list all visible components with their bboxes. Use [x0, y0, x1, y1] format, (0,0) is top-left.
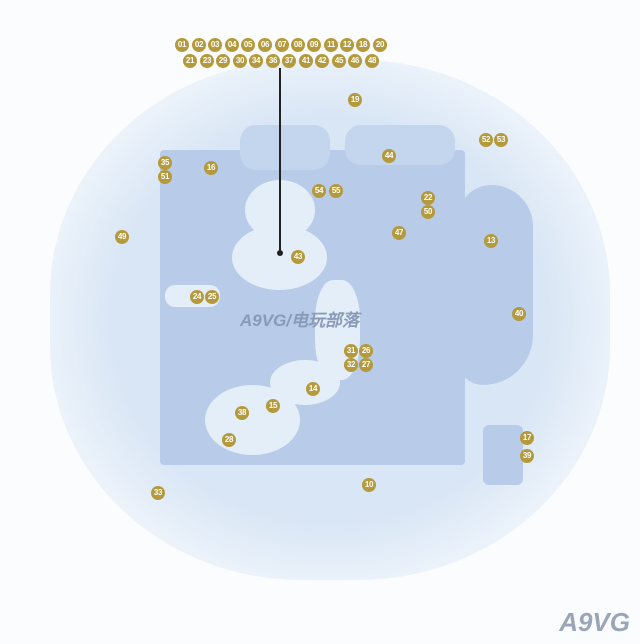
- map-marker-23[interactable]: 23: [200, 54, 214, 68]
- map-marker-48[interactable]: 48: [365, 54, 379, 68]
- map-marker-26[interactable]: 26: [359, 344, 373, 358]
- map-marker-17[interactable]: 17: [520, 431, 534, 445]
- east-landmass: [458, 185, 533, 385]
- map-marker-55[interactable]: 55: [329, 184, 343, 198]
- southeast-landmass: [483, 425, 523, 485]
- map-marker-04[interactable]: 04: [225, 38, 239, 52]
- map-marker-43[interactable]: 43: [291, 250, 305, 264]
- map-marker-50[interactable]: 50: [421, 205, 435, 219]
- map-marker-41[interactable]: 41: [299, 54, 313, 68]
- map-marker-30[interactable]: 30: [233, 54, 247, 68]
- map-marker-27[interactable]: 27: [359, 358, 373, 372]
- map-marker-20[interactable]: 20: [373, 38, 387, 52]
- map-marker-28[interactable]: 28: [222, 433, 236, 447]
- island-south: [205, 385, 300, 455]
- map-marker-22[interactable]: 22: [421, 191, 435, 205]
- map-marker-38[interactable]: 38: [235, 406, 249, 420]
- watermark: A9VG/电玩部落: [240, 311, 360, 330]
- map-marker-31[interactable]: 31: [344, 344, 358, 358]
- map-marker-08[interactable]: 08: [291, 38, 305, 52]
- pointer-dot: [277, 250, 283, 256]
- map-marker-09[interactable]: 09: [307, 38, 321, 52]
- map-marker-52[interactable]: 52: [479, 133, 493, 147]
- map-marker-53[interactable]: 53: [494, 133, 508, 147]
- map-marker-15[interactable]: 15: [266, 399, 280, 413]
- map-marker-18[interactable]: 18: [356, 38, 370, 52]
- map-marker-16[interactable]: 16: [204, 161, 218, 175]
- map-marker-42[interactable]: 42: [315, 54, 329, 68]
- map-marker-19[interactable]: 19: [348, 93, 362, 107]
- map-marker-13[interactable]: 13: [484, 234, 498, 248]
- map-marker-54[interactable]: 54: [312, 184, 326, 198]
- corner-logo: A9VG: [559, 607, 630, 637]
- map-marker-07[interactable]: 07: [275, 38, 289, 52]
- map-marker-25[interactable]: 25: [205, 290, 219, 304]
- map-marker-34[interactable]: 34: [249, 54, 263, 68]
- map-marker-05[interactable]: 05: [241, 38, 255, 52]
- north-notch-2: [345, 125, 455, 165]
- pointer-line: [279, 68, 281, 252]
- map-marker-21[interactable]: 21: [183, 54, 197, 68]
- map-marker-49[interactable]: 49: [115, 230, 129, 244]
- map-marker-51[interactable]: 51: [158, 170, 172, 184]
- north-notch: [240, 125, 330, 170]
- map-marker-33[interactable]: 33: [151, 486, 165, 500]
- map-marker-45[interactable]: 45: [332, 54, 346, 68]
- map-marker-46[interactable]: 46: [348, 54, 362, 68]
- map-marker-02[interactable]: 02: [192, 38, 206, 52]
- map-marker-03[interactable]: 03: [208, 38, 222, 52]
- map-marker-06[interactable]: 06: [258, 38, 272, 52]
- map-marker-47[interactable]: 47: [392, 226, 406, 240]
- map-marker-39[interactable]: 39: [520, 449, 534, 463]
- map-marker-35[interactable]: 35: [158, 156, 172, 170]
- map-marker-32[interactable]: 32: [344, 358, 358, 372]
- map-marker-24[interactable]: 24: [190, 290, 204, 304]
- map-marker-44[interactable]: 44: [382, 149, 396, 163]
- map-marker-11[interactable]: 11: [324, 38, 338, 52]
- map-marker-01[interactable]: 01: [175, 38, 189, 52]
- map-marker-10[interactable]: 10: [362, 478, 376, 492]
- map-marker-14[interactable]: 14: [306, 382, 320, 396]
- map-marker-29[interactable]: 29: [216, 54, 230, 68]
- map-marker-36[interactable]: 36: [266, 54, 280, 68]
- map-marker-12[interactable]: 12: [340, 38, 354, 52]
- map-marker-37[interactable]: 37: [282, 54, 296, 68]
- map-marker-40[interactable]: 40: [512, 307, 526, 321]
